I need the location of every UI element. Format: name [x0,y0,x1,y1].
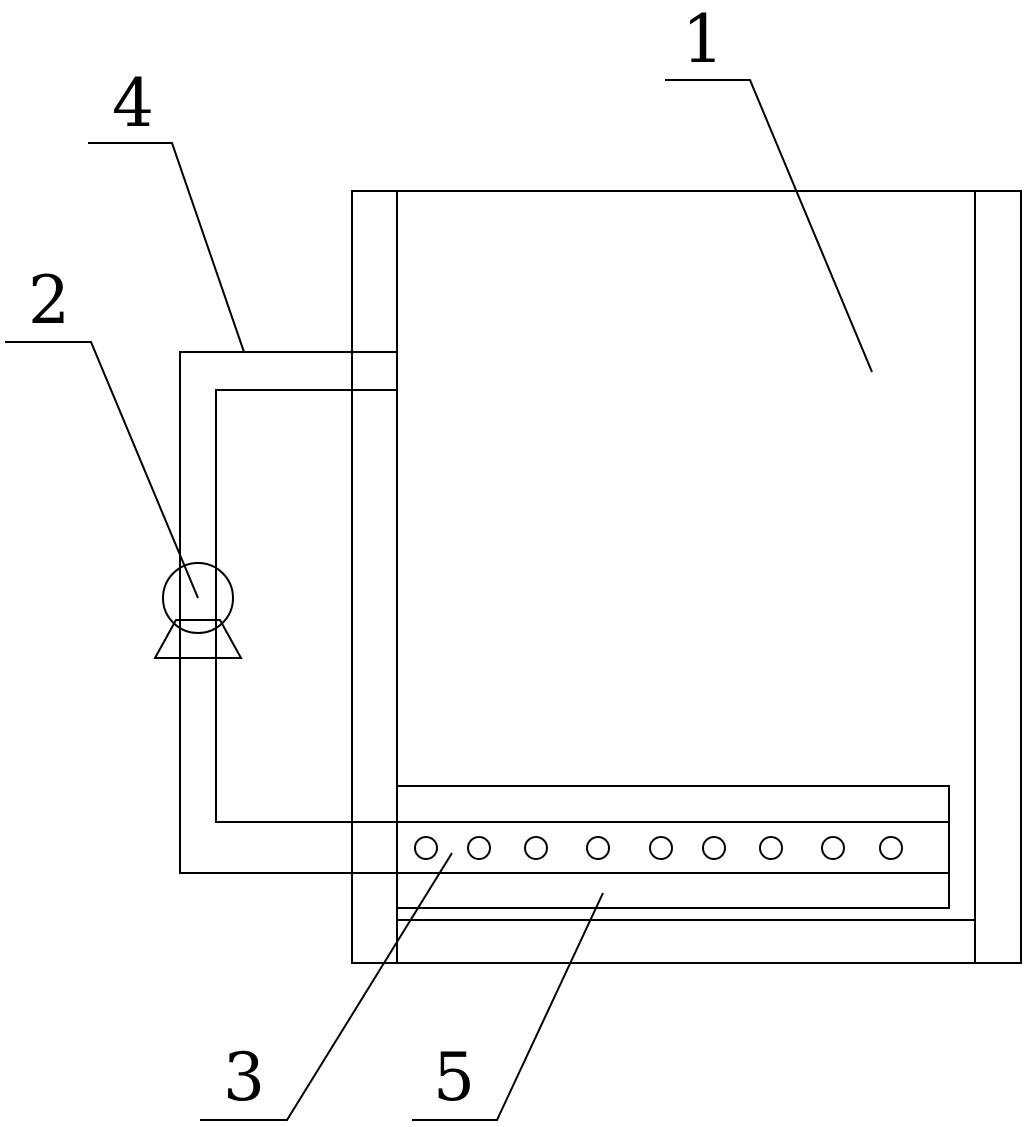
aeration-hole [759,836,783,860]
pipe-opening-lower [353,822,396,873]
aeration-hole [702,836,726,860]
pipeline-inner [215,389,397,658]
aeration-hole [879,836,903,860]
aeration-hole [586,836,610,860]
leader-line-1 [665,79,873,373]
aeration-hole [649,836,673,860]
pipeline-outer-lower [179,658,397,874]
leader-line-3 [200,852,453,1121]
leader-line-4 [88,142,245,353]
part-labels: 1 4 2 3 5 [28,1,724,1116]
label-2: 2 [28,262,70,339]
pump-base [153,619,243,659]
label-3: 3 [223,1039,265,1116]
label-1: 1 [682,1,724,78]
aeration-hole [467,836,491,860]
leader-lines [5,79,873,1121]
label-4: 4 [112,65,154,142]
tank-left-wall [351,190,398,964]
pipe-opening-upper [353,353,396,390]
leader-line-2 [5,341,199,599]
pump [153,562,243,659]
aeration-hole [524,836,548,860]
plate-body [396,785,950,909]
aeration-assembly [396,785,950,909]
label-5: 5 [433,1039,475,1116]
tank [351,190,1022,964]
tank-bottom-wall [396,919,976,964]
aeration-hole [821,836,845,860]
pipeline [179,351,397,874]
pump-body [162,562,234,634]
leader-line-5 [412,892,604,1121]
pipeline-outer [179,351,397,658]
pipeline-inner-lower [215,658,397,823]
aeration-hole [414,836,438,860]
tank-right-wall [974,190,1022,964]
aeration-holes [414,836,903,860]
